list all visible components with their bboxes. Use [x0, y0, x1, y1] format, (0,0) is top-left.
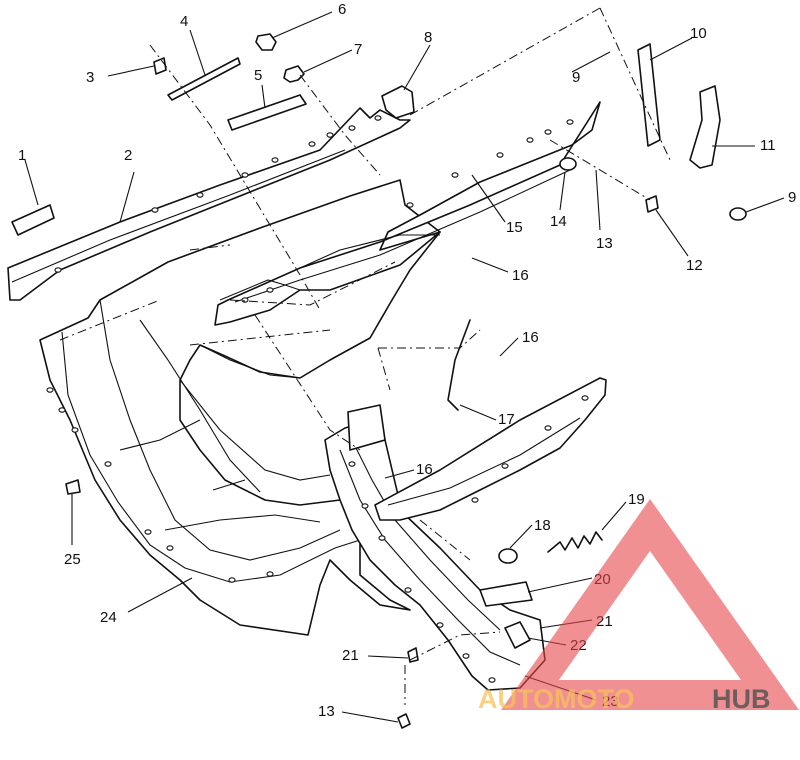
- part-11-lever: [689, 85, 721, 169]
- part-10-hinge: [637, 43, 661, 147]
- callout-25: 25: [64, 551, 81, 568]
- part-1-bracket: [11, 204, 55, 236]
- part-7-bolt: [283, 65, 305, 83]
- part-3-rivet: [153, 57, 167, 75]
- callout-13-top: 13: [596, 235, 613, 252]
- callout-14: 14: [550, 213, 567, 230]
- part-6-nut: [255, 33, 277, 51]
- part-22-clip: [504, 621, 531, 649]
- callout-9-top: 9: [572, 69, 580, 86]
- callout-24: 24: [100, 609, 117, 626]
- part-17-rod: [447, 319, 471, 411]
- callout-7: 7: [354, 41, 362, 58]
- part-8-latch: [381, 85, 415, 119]
- mounting-holes: [46, 115, 589, 683]
- callout-1: 1: [18, 147, 26, 164]
- part-25-screw: [65, 479, 81, 495]
- part-5-plate: [227, 94, 307, 131]
- callout-9-right: 9: [788, 189, 796, 206]
- callout-2: 2: [124, 147, 132, 164]
- callout-10: 10: [690, 25, 707, 42]
- callout-3: 3: [86, 69, 94, 86]
- callout-16-b: 16: [522, 329, 539, 346]
- callout-17: 17: [498, 411, 515, 428]
- callout-19: 19: [628, 491, 645, 508]
- part-9-knob: [729, 207, 747, 221]
- callout-21-left: 21: [342, 647, 359, 664]
- callout-16-c: 16: [416, 461, 433, 478]
- part-24-hood-shell: [39, 179, 441, 636]
- callout-18: 18: [534, 517, 551, 534]
- part-2-cross-rail: [7, 107, 411, 301]
- callout-15: 15: [506, 219, 523, 236]
- callout-4: 4: [180, 13, 188, 30]
- callout-16-a: 16: [512, 267, 529, 284]
- callout-6: 6: [338, 1, 346, 18]
- callout-11: 11: [760, 137, 776, 154]
- part-13-screw: [397, 713, 411, 729]
- part-4-strip: [167, 57, 241, 101]
- watermark-triangle-icon: [501, 498, 799, 710]
- callout-5: 5: [254, 67, 262, 84]
- watermark-auto-text: AUTOMOTO: [478, 684, 635, 714]
- callout-13-bottom: 13: [318, 703, 335, 720]
- part-21-screw: [407, 647, 419, 663]
- part-20-plate: [479, 581, 533, 607]
- callout-12: 12: [686, 257, 703, 274]
- part-14-grommet: [559, 157, 577, 171]
- part-12-pin: [645, 195, 659, 213]
- callout-8: 8: [424, 29, 432, 46]
- watermark-hub-text: HUB: [712, 684, 771, 714]
- part-19-spring: [547, 531, 603, 553]
- part-15-support-bar: [214, 101, 601, 326]
- part-right-fender: [374, 377, 607, 521]
- assembly-lines: [59, 7, 671, 705]
- small-hardware: [11, 33, 747, 729]
- watermark: AUTOMOTO HUB: [478, 498, 799, 714]
- part-18-grommet: [498, 548, 518, 564]
